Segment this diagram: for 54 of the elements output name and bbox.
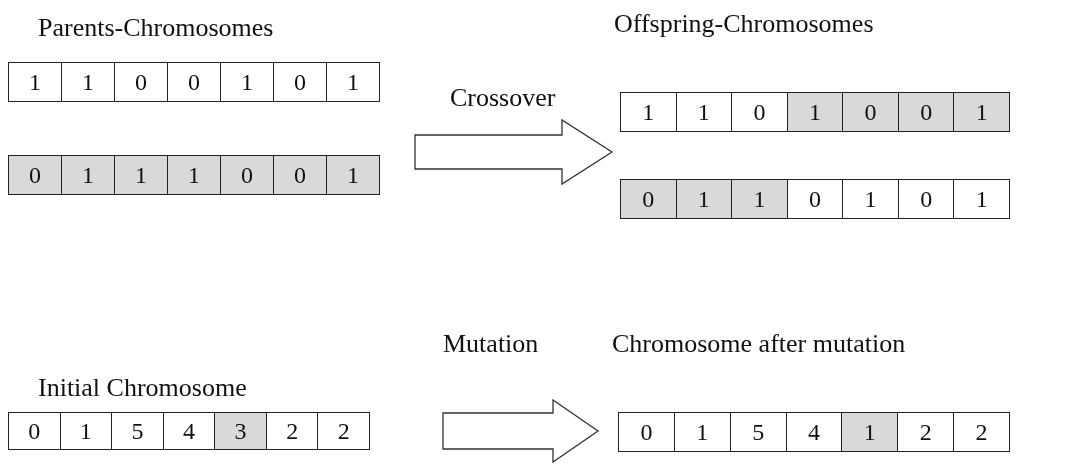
gene-value: 1	[953, 180, 1010, 218]
gene-value: 0	[220, 156, 273, 194]
gene-value: 1	[326, 63, 379, 101]
gene-value: 0	[273, 63, 326, 101]
block-arrow	[442, 398, 600, 464]
gene-value: 1	[953, 93, 1010, 131]
chromosome-strip	[8, 62, 380, 102]
gene-value: 2	[265, 413, 318, 449]
gene-value: 0	[842, 93, 898, 131]
gene-value: 1	[675, 180, 732, 218]
heading-text: Parents-Chromosomes	[38, 12, 274, 44]
gene-value: 3	[214, 413, 266, 449]
chromosome-strip	[620, 92, 1010, 132]
gene-value: 5	[111, 413, 163, 449]
gene-value: 0	[9, 156, 61, 194]
chromosome-strip	[8, 412, 370, 450]
heading-text: Initial Chromosome	[38, 372, 247, 404]
gene-value: 2	[897, 413, 954, 451]
gene-value: 1	[842, 180, 898, 218]
gene-value: 0	[786, 180, 843, 218]
gene-value: 1	[167, 156, 220, 194]
gene-value: 1	[114, 156, 167, 194]
gene-value: 1	[59, 413, 112, 449]
gene-value: 1	[841, 413, 898, 451]
gene-value: 1	[61, 156, 114, 194]
gene-value: 1	[220, 63, 273, 101]
gene-value: 0	[897, 180, 954, 218]
chromosome-strip	[620, 179, 1010, 219]
gene-value: 0	[27, 416, 42, 446]
gene-value: 0	[897, 93, 954, 131]
edge-label: Crossover	[450, 82, 556, 114]
gene-value: 1	[28, 67, 42, 97]
gene-value: 0	[273, 156, 326, 194]
gene-value: 1	[641, 97, 656, 127]
gene-value: 0	[731, 93, 787, 131]
gene-value: 1	[61, 63, 114, 101]
heading-text: Chromosome after mutation	[612, 328, 906, 360]
gene-value: 2	[317, 413, 370, 449]
gene-value: 0	[639, 417, 654, 447]
gene-value: 0	[167, 63, 220, 101]
heading-text: Offspring-Chromosomes	[614, 8, 874, 40]
gene-value: 1	[326, 156, 379, 194]
gene-value: 5	[729, 413, 786, 451]
gene-value: 1	[731, 180, 787, 218]
gene-value: 1	[675, 93, 732, 131]
chromosome-strip	[618, 412, 1010, 452]
gene-value: 2	[953, 413, 1009, 451]
gene-value: 1	[673, 413, 730, 451]
chromosome-strip	[8, 155, 380, 195]
gene-value: 0	[114, 63, 167, 101]
block-arrow	[414, 118, 614, 186]
gene-value: 1	[786, 93, 843, 131]
gene-value: 0	[621, 180, 676, 218]
edge-label: Mutation	[443, 328, 539, 360]
